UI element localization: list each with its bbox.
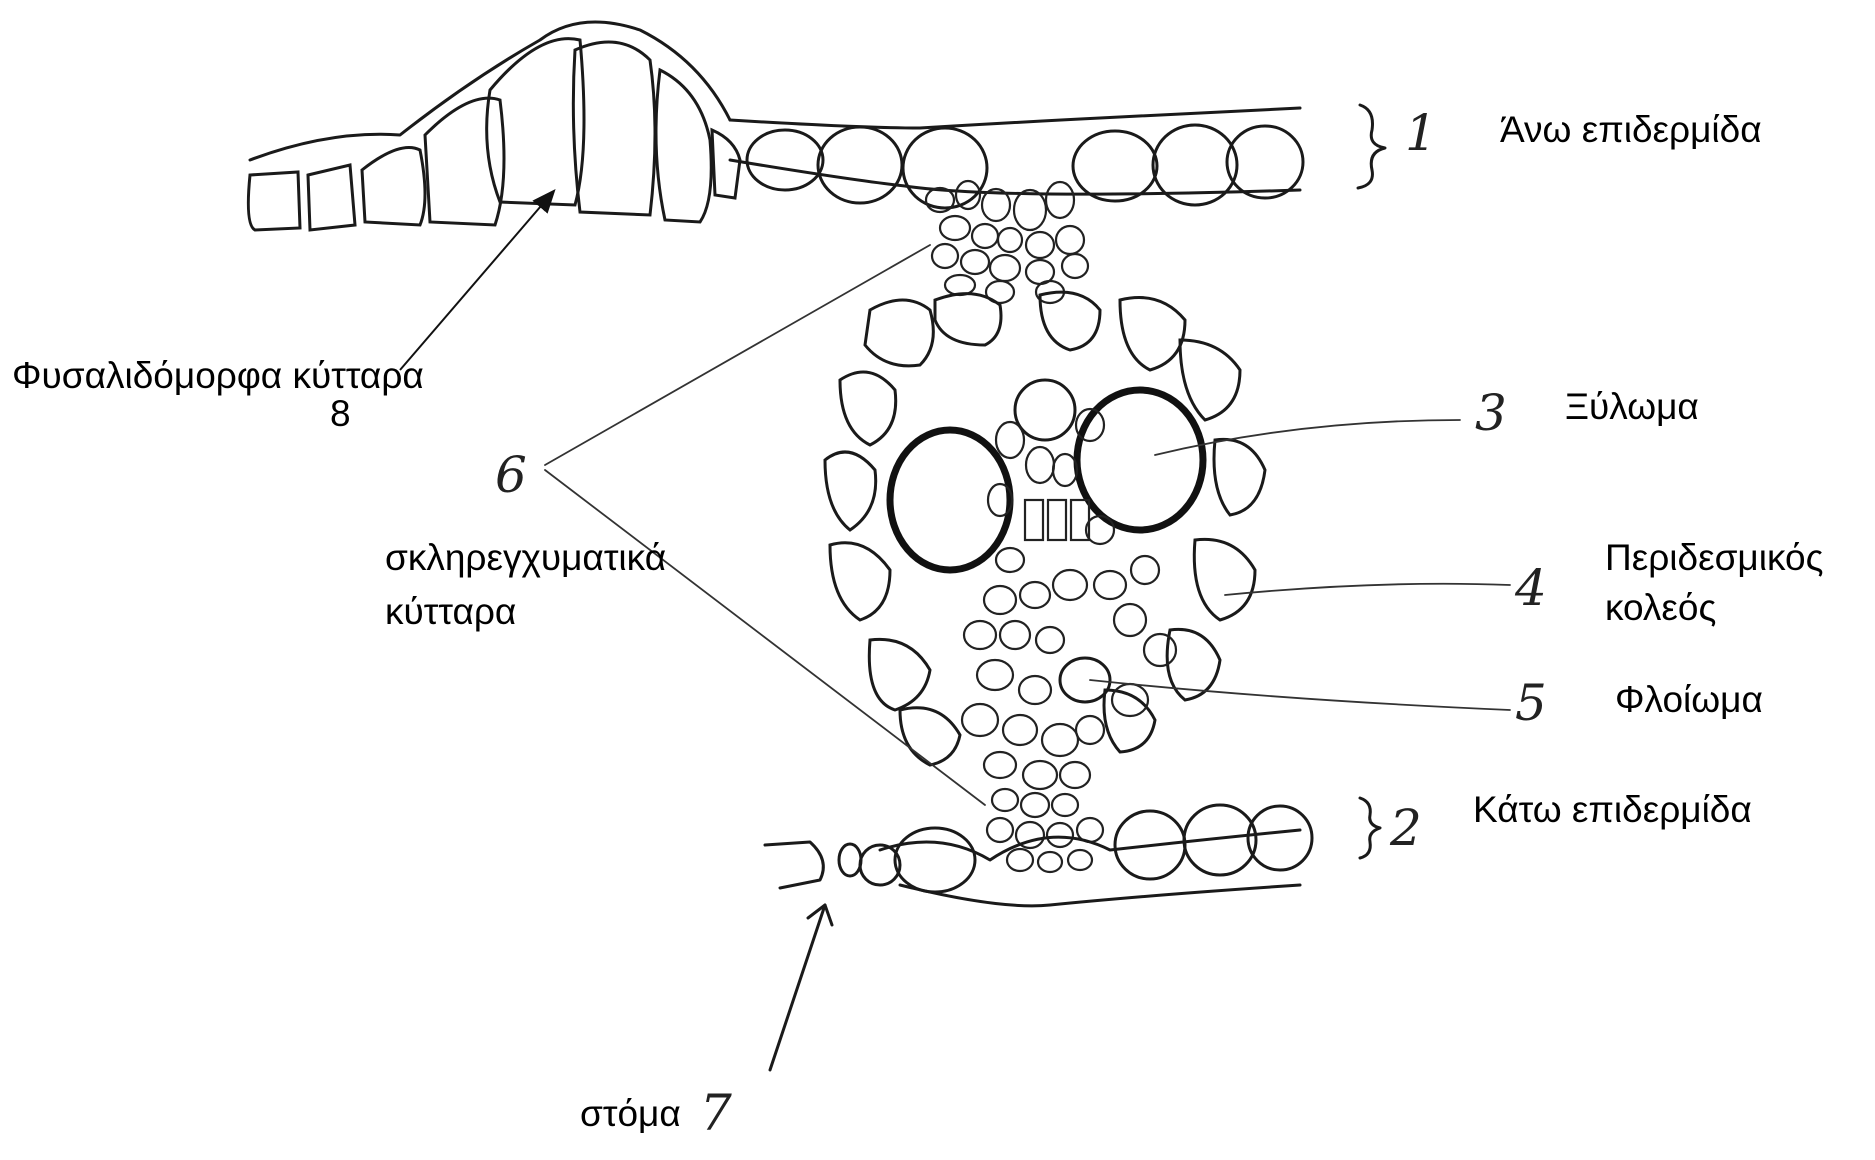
upper-epidermis-brace <box>1358 105 1385 188</box>
arrow-6-upper <box>545 245 930 465</box>
label-sclerenchyma-line2: κύτταρα <box>385 590 516 634</box>
label-phloem: Φλοίωμα <box>1615 678 1763 722</box>
label-stoma: στόμα <box>580 1092 681 1136</box>
label-lower-epidermis: Κάτω επιδερμίδα <box>1473 788 1752 832</box>
lower-sclerenchyma <box>987 789 1103 872</box>
label-bulliform-cells: Φυσαλιδόμορφα κύτταρα <box>12 354 424 398</box>
number-6: 6 <box>495 446 527 504</box>
arrow-7 <box>770 905 825 1070</box>
xylem <box>890 380 1203 572</box>
label-bundle-sheath-line2: κολεός <box>1605 586 1716 630</box>
bundle-sheath <box>825 292 1265 765</box>
label-bundle-sheath-line1: Περιδεσμικός <box>1605 536 1823 580</box>
number-2: 2 <box>1389 799 1422 857</box>
label-number-8: 8 <box>330 392 351 436</box>
lower-epidermis-brace <box>1360 798 1380 858</box>
label-upper-epidermis: Άνω επιδερμίδα <box>1500 108 1762 152</box>
label-xylem: Ξύλωμα <box>1565 385 1699 429</box>
upper-sclerenchyma <box>926 181 1088 303</box>
number-4: 4 <box>1514 559 1547 617</box>
number-5: 5 <box>1515 674 1547 732</box>
label-sclerenchyma-line1: σκληρεγχυματικά <box>385 536 666 580</box>
upper-epidermis <box>730 108 1303 208</box>
bulliform-cells <box>248 22 740 230</box>
arrow-4 <box>1225 584 1510 595</box>
number-7: 7 <box>700 1084 732 1142</box>
phloem <box>962 556 1176 789</box>
arrow-6-lower <box>545 470 985 805</box>
number-1: 1 <box>1405 104 1437 162</box>
arrow-5 <box>1090 680 1510 710</box>
number-3: 3 <box>1475 384 1507 442</box>
